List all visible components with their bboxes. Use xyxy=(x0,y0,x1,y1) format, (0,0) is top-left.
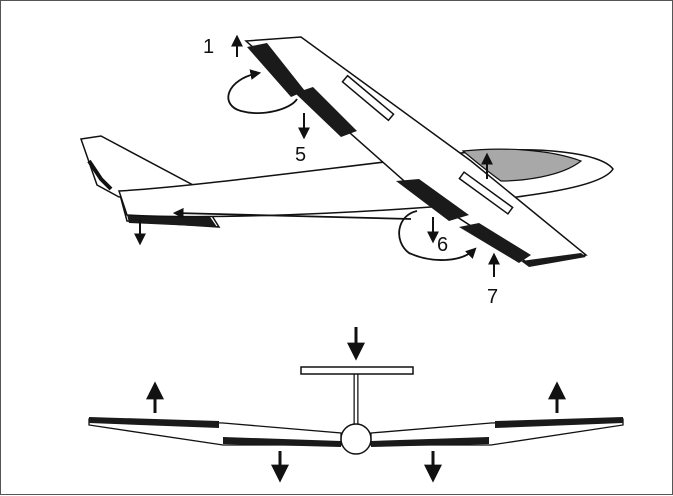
flap-right xyxy=(396,179,469,221)
label-6: 6 xyxy=(437,234,448,256)
label-5: 5 xyxy=(295,144,306,166)
fuselage-front xyxy=(340,423,372,455)
left-flap-front xyxy=(223,437,341,447)
rudder-edge xyxy=(87,159,113,191)
tailplane-front xyxy=(300,366,414,375)
curved-arrow-icon xyxy=(227,69,298,114)
arrow-left-icon xyxy=(172,207,412,220)
label-1: 1 xyxy=(203,36,214,58)
right-aileron-front xyxy=(495,417,623,428)
flap-left xyxy=(295,87,357,137)
label-7: 7 xyxy=(487,286,498,308)
wing-tip xyxy=(521,253,586,267)
glider-front-view xyxy=(88,327,624,483)
left-aileron-front xyxy=(89,417,219,428)
right-flap-front xyxy=(371,437,489,447)
spoiler-left xyxy=(341,74,395,122)
spoiler-right xyxy=(458,171,514,215)
aileron-left xyxy=(247,43,305,97)
aileron-right xyxy=(459,223,531,263)
glider-perspective: 1 5 6 7 xyxy=(79,34,614,308)
